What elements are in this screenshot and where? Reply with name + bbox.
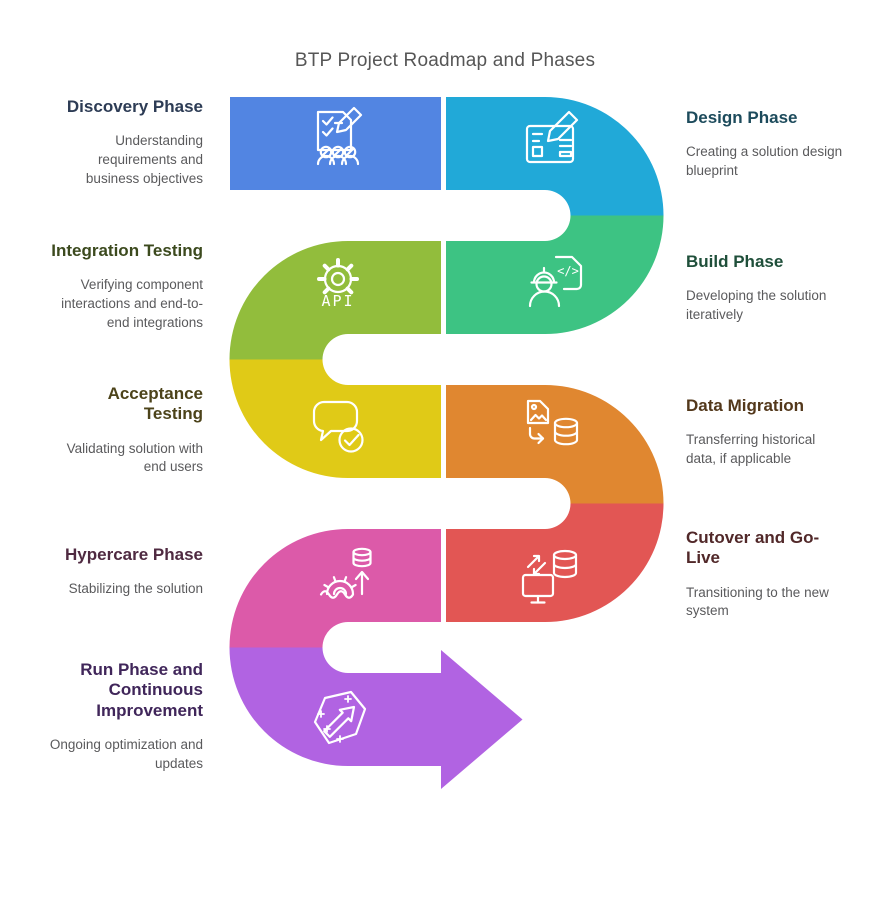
page-title: BTP Project Roadmap and Phases [294,50,596,71]
api-gear-icon: API [317,258,359,310]
phase-heading: Hypercare Phase [65,545,203,564]
developer-code-icon: </> [528,255,583,308]
phase-block-integration: Integration Testing Verifying component … [8,241,203,332]
phase-description: Developing the solution iteratively [686,288,827,323]
phase-heading: Data Migration [686,396,805,415]
improvement-arrow-icon [313,690,367,745]
api-label: API [321,292,354,310]
segment-data-migration [446,385,664,504]
code-label: </> [557,264,579,278]
phase-description: Creating a solution design blueprint [686,144,843,179]
phase-description: Ongoing optimization and updates [49,737,203,771]
segment-run-arrow [229,647,523,789]
phase-heading: Build Phase [686,252,784,271]
segment-hypercare [229,529,441,648]
phase-description: Stabilizing the solution [68,581,203,597]
phase-block-run: Run Phase and Continuous Improvement Ong… [8,660,203,773]
blueprint-pencil-icon [525,110,579,164]
phase-block-design: Design Phase Creating a solution design … [686,108,871,181]
segment-discovery [230,97,441,190]
phase-block-discovery: Discovery Phase Understanding requiremen… [8,97,203,188]
system-sync-database-icon [521,549,578,604]
phase-heading: Run Phase and Continuous Improvement [80,660,203,720]
phase-heading: Acceptance Testing [107,384,203,424]
phase-description: Transferring historical data, if applica… [686,432,816,467]
phase-heading: Cutover and Go-Live [686,528,820,568]
stabilize-gear-waves-icon [319,547,372,599]
phase-block-acceptance: Acceptance Testing Validating solution w… [8,384,203,477]
phase-heading: Integration Testing [51,241,203,260]
phase-description: Transitioning to the new system [686,584,829,619]
requirements-review-icon [316,106,363,166]
phase-block-cutover: Cutover and Go-Live Transitioning to the… [686,528,871,621]
feedback-check-icon [312,400,364,453]
phase-block-build: Build Phase Developing the solution iter… [686,252,871,325]
phase-block-hypercare: Hypercare Phase Stabilizing the solution [8,545,203,599]
segment-acceptance [229,359,441,478]
phase-block-data-migration: Data Migration Transferring historical d… [686,396,871,469]
phase-heading: Discovery Phase [66,97,203,116]
phase-description: Validating solution with end users [66,440,203,475]
file-to-database-icon [526,399,579,446]
phase-heading: Design Phase [686,108,798,127]
segment-design [446,97,664,216]
segment-build [446,215,664,334]
segment-integration [229,241,441,360]
phase-description: Verifying component interactions and end… [61,277,203,330]
phase-description: Understanding requirements and business … [85,133,203,186]
